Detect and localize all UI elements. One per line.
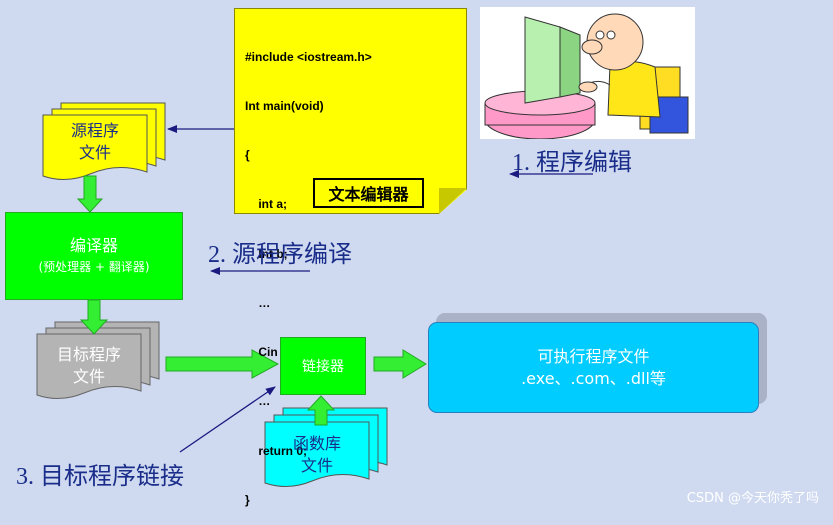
code-line: …	[245, 394, 271, 409]
linker-box: 链接器	[280, 337, 366, 395]
compiler-subtitle: (预处理器 + 翻译器)	[38, 260, 150, 274]
library-file-stack	[264, 407, 388, 487]
programmer-illustration	[480, 7, 695, 140]
object-file-label: 目标程序 文件	[37, 344, 141, 388]
arrow-source-to-compiler	[76, 175, 104, 213]
csdn-watermark: CSDN @今天你秃了吗	[686, 491, 819, 506]
arrow-linker-to-executable	[373, 349, 427, 379]
text-editor-label: 文本编辑器	[313, 178, 424, 208]
source-file-line2: 文件	[78, 143, 111, 162]
executable-line1: 可执行程序文件	[537, 346, 650, 366]
executable-line2: .exe、.com、.dll等	[521, 368, 666, 388]
code-listing: #include <iostream.h> Int main(void) { i…	[245, 16, 372, 525]
source-file-label: 源程序 文件	[43, 120, 147, 164]
object-file-line1: 目标程序	[56, 345, 121, 364]
arrow-compiler-to-object	[79, 299, 109, 335]
code-line: #include <iostream.h>	[245, 49, 372, 64]
linker-label: 链接器	[302, 359, 344, 375]
object-file-stack	[36, 321, 160, 399]
library-file-line2: 文件	[300, 456, 333, 475]
library-file-line1: 函数库	[292, 434, 341, 453]
library-file-label: 函数库 文件	[265, 433, 369, 477]
code-line: int a;	[245, 197, 287, 212]
arrow-object-to-linker	[165, 349, 280, 379]
step-1-caption: 1. 程序编辑	[512, 150, 632, 176]
code-line: return 0;	[245, 443, 308, 458]
code-line: {	[245, 148, 250, 163]
code-line: …	[245, 295, 271, 310]
step-2-caption: 2. 源程序编译	[208, 242, 352, 268]
source-file-line1: 源程序	[70, 121, 119, 140]
code-line: Int b;	[245, 246, 288, 261]
arrow-step3	[179, 386, 276, 453]
compiler-box: 编译器 (预处理器 + 翻译器)	[5, 212, 183, 300]
programmer-cartoon-icon	[484, 13, 689, 140]
arrow-library-to-linker	[306, 395, 336, 426]
code-line: }	[245, 492, 250, 507]
step-3-caption: 3. 目标程序链接	[16, 464, 184, 490]
executable-box: 可执行程序文件 .exe、.com、.dll等	[428, 322, 759, 413]
compiler-title: 编译器	[69, 236, 118, 255]
code-line: Int main(void)	[245, 99, 324, 114]
object-file-line2: 文件	[72, 367, 105, 386]
source-file-stack	[42, 102, 166, 180]
